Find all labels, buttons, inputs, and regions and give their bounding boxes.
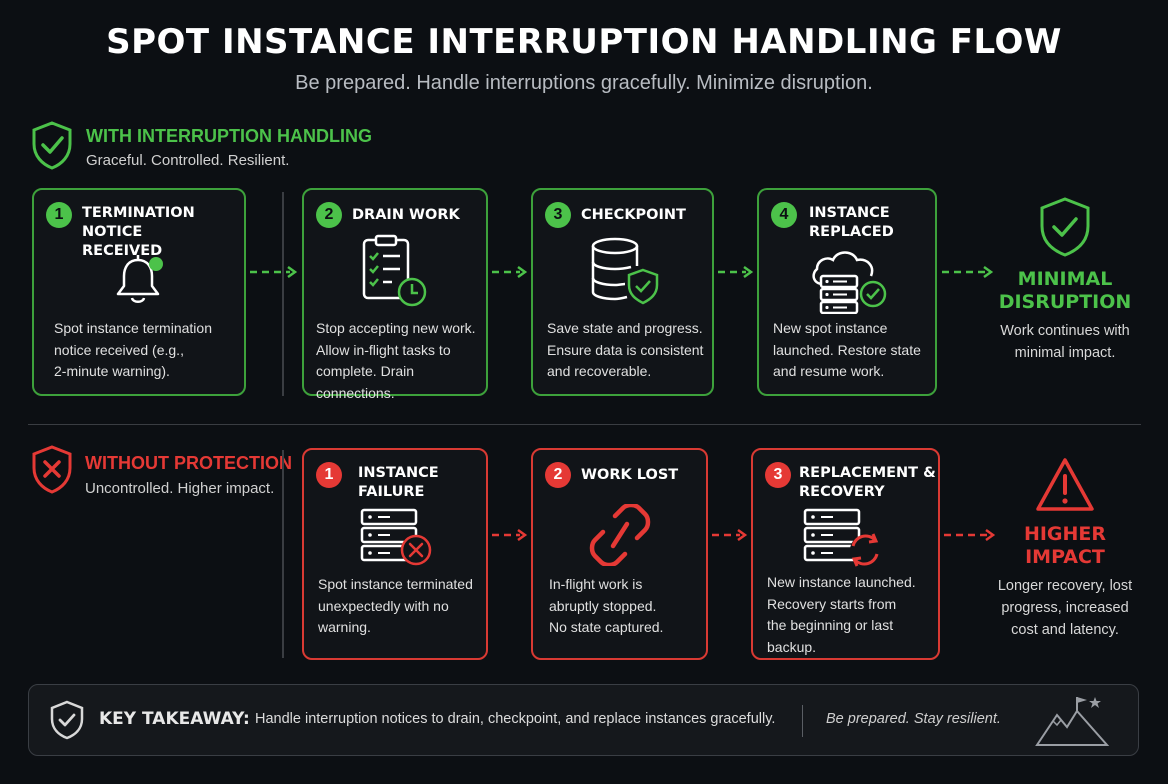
- bell-notification-icon: [116, 255, 163, 303]
- step-card-replacement-recovery: 3 REPLACEMENT & RECOVERY New instance la…: [751, 448, 940, 660]
- with-handling-subtitle: Graceful. Controlled. Resilient.: [86, 152, 290, 169]
- step-number-badge: 3: [545, 202, 571, 228]
- outcome-description: Longer recovery, lost progress, increase…: [997, 578, 1133, 638]
- step-description: Spot instance terminated unexpectedly wi…: [318, 576, 473, 635]
- shield-check-icon: [50, 700, 84, 740]
- step-title: WORK LOST: [581, 467, 679, 483]
- without-protection-subtitle: Uncontrolled. Higher impact.: [85, 480, 275, 497]
- step-description: Save state and progress. Ensure data is …: [547, 320, 704, 379]
- flow-arrow: [492, 265, 528, 279]
- page-subtitle: Be prepared. Handle interruptions gracef…: [295, 72, 873, 94]
- takeaway-label: KEY TAKEAWAY:: [99, 709, 250, 729]
- step-description: Stop accepting new work. Allow in-flight…: [316, 320, 476, 401]
- section-divider: [28, 424, 1141, 425]
- step-title: DRAIN WORK: [352, 207, 460, 223]
- warning-triangle-icon: [1036, 458, 1094, 511]
- outcome-description: Work continues with minimal impact.: [1000, 323, 1130, 361]
- step-description: New instance launched. Recovery starts f…: [767, 574, 916, 655]
- page-title: SPOT INSTANCE INTERRUPTION HANDLING FLOW: [106, 22, 1062, 62]
- step-title: CHECKPOINT: [581, 207, 686, 223]
- server-x-icon: [360, 508, 432, 566]
- outcome-title: HIGHER IMPACT: [1023, 523, 1107, 568]
- broken-link-icon: [589, 504, 651, 566]
- step-number-badge: 1: [46, 202, 72, 228]
- step-card-termination-notice: 1 TERMINATION NOTICE RECEIVED Spot insta…: [32, 188, 246, 396]
- server-refresh-icon: [803, 508, 880, 567]
- step-card-checkpoint: 3 CHECKPOINT Save state and progress. En…: [531, 188, 714, 396]
- step-description: Spot instance termination notice receive…: [54, 320, 212, 379]
- key-takeaway-panel: KEY TAKEAWAY: Handle interruption notice…: [28, 684, 1139, 756]
- flow-arrow: [712, 528, 748, 542]
- step-description: New spot instance launched. Restore stat…: [773, 320, 921, 379]
- step-title: INSTANCE REPLACED: [809, 205, 894, 240]
- step-number-badge: 4: [771, 202, 797, 228]
- step-card-instance-failure: 1 INSTANCE FAILURE Spot instance termina…: [302, 448, 488, 660]
- flow-arrow: [718, 265, 754, 279]
- flow-arrow: [944, 528, 996, 542]
- cloud-server-check-icon: [812, 251, 887, 314]
- shield-x-icon: [32, 445, 72, 494]
- step-description: In-flight work is abruptly stopped. No s…: [549, 576, 664, 635]
- step-number-badge: 2: [545, 462, 571, 488]
- clipboard-clock-icon: [362, 234, 427, 307]
- step-title: INSTANCE FAILURE: [358, 465, 439, 500]
- outcome-title: MINIMAL DISRUPTION: [998, 268, 1132, 313]
- database-shield-icon: [591, 237, 659, 305]
- flow-arrow: [250, 265, 298, 279]
- step-card-work-lost: 2 WORK LOST In-flight work is abruptly s…: [531, 448, 708, 660]
- step-title: TERMINATION NOTICE RECEIVED: [82, 205, 195, 259]
- step-card-drain-work: 2 DRAIN WORK Stop accepting new work. Al…: [302, 188, 488, 401]
- shield-check-icon: [32, 121, 72, 170]
- mountain-flag-icon: [1035, 697, 1110, 746]
- flow-arrow: [942, 265, 994, 279]
- step-title: REPLACEMENT & RECOVERY: [799, 465, 936, 500]
- takeaway-text: Handle interruption notices to drain, ch…: [255, 711, 776, 727]
- takeaway-tagline: Be prepared. Stay resilient.: [826, 711, 1001, 727]
- shield-check-icon: [1040, 197, 1090, 257]
- step-card-instance-replaced: 4 INSTANCE REPLACED New spot instance la…: [757, 188, 937, 396]
- without-protection-title: WITHOUT PROTECTION: [85, 453, 292, 473]
- step-number-badge: 1: [316, 462, 342, 488]
- step-number-badge: 3: [765, 462, 791, 488]
- flow-arrow: [492, 528, 528, 542]
- step-number-badge: 2: [316, 202, 342, 228]
- with-handling-title: WITH INTERRUPTION HANDLING: [86, 126, 372, 146]
